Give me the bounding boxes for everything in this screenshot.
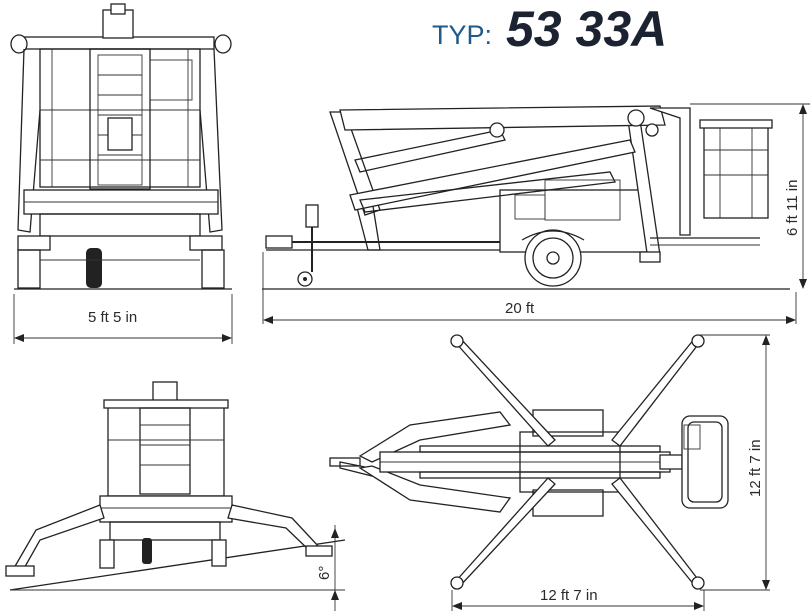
- front-width-dimension: 5 ft 5 in: [13, 294, 233, 344]
- model-name: 53 33A: [506, 1, 667, 57]
- top-view-drawing: [329, 334, 729, 590]
- side-height-label: 6 ft 11 in: [784, 180, 801, 236]
- slope-angle-dimension: 6°: [316, 525, 339, 611]
- top-length-label: 12 ft 7 in: [540, 587, 598, 604]
- side-length-label: 20 ft: [505, 300, 535, 317]
- side-view-drawing: [262, 105, 790, 290]
- side-length-dimension: 20 ft: [262, 252, 797, 324]
- side-height-dimension: 6 ft 11 in: [690, 103, 810, 289]
- top-width-label: 12 ft 7 in: [747, 439, 764, 497]
- slope-view-drawing: [5, 381, 346, 591]
- title-block: TYP: 53 33A: [432, 1, 667, 57]
- top-length-dimension: 12 ft 7 in: [451, 587, 705, 611]
- title-prefix: TYP:: [432, 20, 492, 50]
- slope-angle-label: 6°: [316, 566, 333, 580]
- front-view-drawing: [10, 3, 232, 290]
- front-width-label: 5 ft 5 in: [88, 309, 137, 326]
- top-width-dimension: 12 ft 7 in: [700, 334, 770, 591]
